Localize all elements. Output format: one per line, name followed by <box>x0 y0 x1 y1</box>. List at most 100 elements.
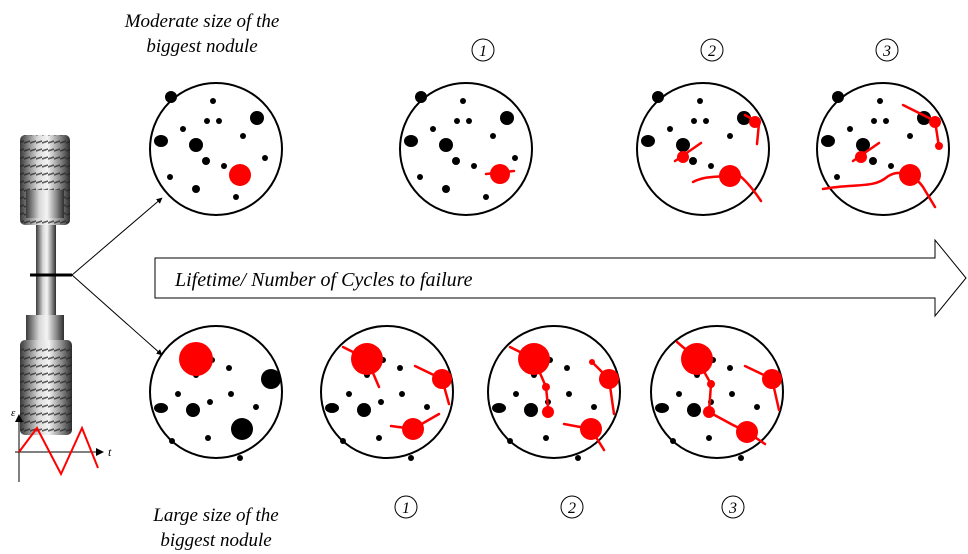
graphite-nodule <box>512 155 518 161</box>
fatigue-crack <box>484 169 516 176</box>
fatigue-crack <box>673 141 703 163</box>
microstructure-large-stage-3 <box>650 325 784 461</box>
microstructure-circle <box>149 325 283 459</box>
cyclic-loading-icon: ε t <box>11 407 112 482</box>
graphite-nodule <box>202 157 210 165</box>
microstructure-moderate-initial <box>149 82 283 216</box>
graphite-nodule <box>883 118 889 124</box>
top-label-line2: biggest nodule <box>146 36 257 57</box>
microstructure-moderate-stage-1 <box>399 82 533 216</box>
bottom-label-line2: biggest nodule <box>160 530 271 551</box>
graphite-nodule <box>691 118 697 124</box>
graphite-nodule <box>408 455 414 461</box>
specimen-image <box>20 135 72 435</box>
graphite-nodule <box>676 391 682 397</box>
graphite-nodule <box>871 118 877 124</box>
graphite-nodule <box>237 455 243 461</box>
graphite-nodule <box>357 403 371 417</box>
bottom-stage-1: 1 <box>402 500 410 517</box>
fatigue-crack <box>851 141 881 163</box>
fatigue-crack <box>691 171 763 203</box>
graphite-nodule <box>175 391 181 397</box>
top-stage-numbers: 1 2 3 <box>471 38 899 62</box>
bottom-label-line1: Large size of the <box>152 505 278 526</box>
top-stage-1: 1 <box>479 43 487 60</box>
cracked-nodule <box>736 421 758 443</box>
graphite-nodule <box>676 138 690 152</box>
graphite-nodule <box>907 133 913 139</box>
graphite-nodule <box>186 403 200 417</box>
microstructure-moderate-stage-2 <box>636 82 770 216</box>
graphite-nodule <box>869 157 877 165</box>
graphite-nodule <box>543 435 549 441</box>
fatigue-crack <box>821 171 937 209</box>
graphite-nodule <box>325 403 339 413</box>
graphite-nodule <box>856 138 870 152</box>
graphite-nodule <box>687 403 701 417</box>
cracked-nodule <box>542 406 554 418</box>
graphite-nodule <box>471 163 477 169</box>
graphite-nodule <box>221 163 227 169</box>
bottom-stage-2: 2 <box>568 500 576 517</box>
graphite-nodule <box>210 98 216 104</box>
graphite-nodule <box>415 91 427 103</box>
top-stage-3: 3 <box>882 43 891 60</box>
biggest-nodule <box>231 418 253 440</box>
microstructure-moderate-stage-3 <box>816 82 950 216</box>
graphite-nodule <box>667 126 673 132</box>
branch-arrow-bottom <box>71 274 163 356</box>
cracked-nodule <box>490 164 510 184</box>
graphite-nodule <box>262 155 268 161</box>
graphite-nodule <box>697 98 703 104</box>
graphite-nodule <box>564 365 570 371</box>
microstructure-circle <box>149 82 283 216</box>
lifetime-arrow-label: Lifetime/ Number of Cycles to failure <box>174 269 473 291</box>
graphite-nodule <box>754 404 760 410</box>
cracked-nodule <box>542 383 550 391</box>
graphite-nodule <box>228 391 234 397</box>
graphite-nodule <box>689 157 697 165</box>
graphite-nodule <box>566 391 572 397</box>
graphite-nodule <box>737 111 751 125</box>
fatigue-crack <box>341 345 381 389</box>
cracked-nodule <box>179 342 213 376</box>
graphite-nodule <box>729 391 735 397</box>
bottom-stage-3: 3 <box>728 500 737 517</box>
graphite-nodule <box>167 174 173 180</box>
graphite-nodule <box>439 138 453 152</box>
graphite-nodule <box>832 91 844 103</box>
microstructure-circle <box>487 325 621 459</box>
graphite-nodule <box>226 365 232 371</box>
graphite-nodule <box>424 404 430 410</box>
graphite-nodule <box>641 135 655 147</box>
bottom-stage-numbers: 1 2 3 <box>394 495 745 519</box>
graphite-nodule <box>454 118 460 124</box>
microstructure-large-stage-1 <box>320 325 454 461</box>
graphite-nodule <box>466 118 472 124</box>
graphite-nodule <box>253 404 259 410</box>
graphite-nodule <box>340 438 346 444</box>
graphite-nodule <box>169 438 175 444</box>
fatigue-crack <box>562 422 606 452</box>
graphite-nodule <box>738 455 744 461</box>
fatigue-crack <box>743 364 781 412</box>
graphite-nodule <box>492 403 506 413</box>
graphite-nodule <box>233 194 239 200</box>
microstructure-large-stage-2 <box>487 325 621 461</box>
time-axis-label: t <box>108 445 112 459</box>
graphite-nodule <box>708 163 714 169</box>
fatigue-crack <box>413 364 451 406</box>
graphite-nodule <box>834 174 840 180</box>
graphite-nodule <box>204 118 210 124</box>
top-stage-2: 2 <box>708 43 716 60</box>
graphite-nodule <box>507 438 513 444</box>
lifetime-arrow <box>154 238 967 318</box>
graphite-nodule <box>378 399 384 405</box>
fatigue-crack <box>901 103 941 149</box>
graphite-nodule <box>417 174 423 180</box>
branch-arrow-top <box>71 197 163 276</box>
microstructure-circle <box>650 325 784 459</box>
graphite-nodule <box>490 133 496 139</box>
graphite-nodule <box>154 403 168 413</box>
